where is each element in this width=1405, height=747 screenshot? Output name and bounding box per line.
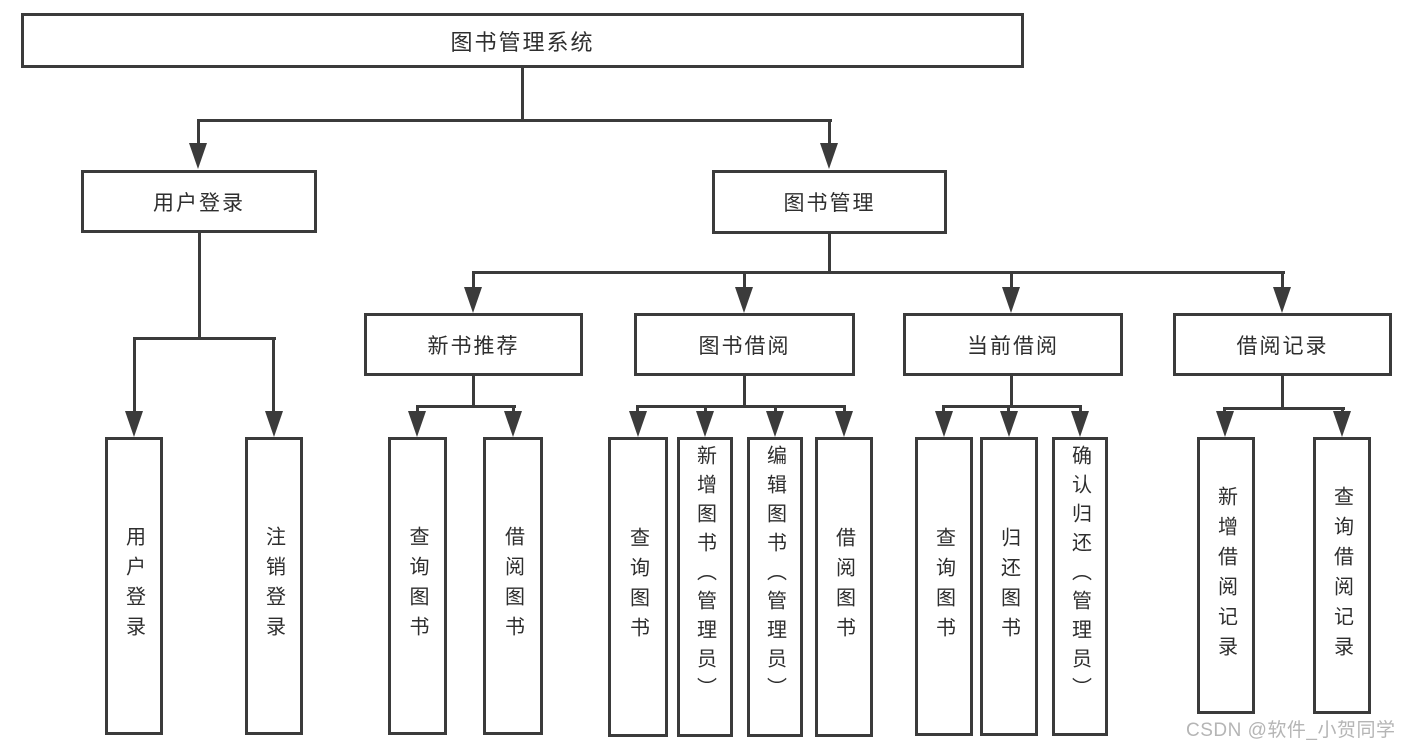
leaf-add-borrow-record: 新增借阅记录 [1197, 437, 1255, 714]
connector-leaf-drop [512, 405, 515, 415]
connector-leaf-drop [636, 405, 639, 415]
connector-leaf-drop [1007, 405, 1010, 415]
leaf-logout: 注销登录 [245, 437, 303, 735]
connector-root-branch [197, 119, 832, 122]
arrowhead-leaf [1333, 411, 1351, 437]
node-new-book-recommend: 新书推荐 [364, 313, 583, 376]
arrowhead-leaf [835, 411, 853, 437]
connector-book-borrow-drop [743, 271, 746, 293]
arrowhead-borrow-records [1273, 287, 1291, 313]
leaf-borrow-books-recommend: 借阅图书 [483, 437, 543, 735]
leaf-query-borrow-record: 查询借阅记录 [1313, 437, 1371, 714]
connector-leaf-drop [942, 405, 945, 415]
leaf-add-book-admin: 新增图书（管理员） [677, 437, 733, 737]
leaf-confirm-return-admin: 确认归还（管理员） [1052, 437, 1108, 736]
connector-new-book-stub [472, 376, 475, 408]
connector-leaf-drop [843, 405, 846, 415]
arrowhead-login-leaf [125, 411, 143, 437]
arrowhead-leaf [629, 411, 647, 437]
arrowhead-leaf [696, 411, 714, 437]
connector-user-login-branch [133, 337, 276, 340]
arrowhead-leaf [935, 411, 953, 437]
connector-current-borrow-bar [942, 405, 1082, 408]
arrowhead-leaf [766, 411, 784, 437]
leaf-user-login: 用户登录 [105, 437, 163, 735]
leaf-return-book: 归还图书 [980, 437, 1038, 736]
leaf-query-books-current: 查询图书 [915, 437, 973, 736]
connector-book-mgmt-drop [828, 119, 831, 149]
connector-borrow-records-drop [1281, 271, 1284, 293]
connector-leaf-drop [704, 405, 707, 415]
arrowhead-logout-leaf [265, 411, 283, 437]
arrowhead-user-login [189, 143, 207, 169]
node-book-mgmt: 图书管理 [712, 170, 947, 234]
connector-borrow-records-bar [1223, 407, 1345, 410]
arrowhead-book-borrow [735, 287, 753, 313]
connector-new-book-bar [416, 405, 516, 408]
node-user-login: 用户登录 [81, 170, 317, 233]
connector-current-borrow-stub [1010, 376, 1013, 408]
connector-borrow-records-stub [1281, 376, 1284, 410]
connector-user-login-drop [197, 119, 200, 149]
connector-book-borrow-bar [636, 405, 846, 408]
connector-user-login-stub [198, 232, 201, 339]
node-root: 图书管理系统 [21, 13, 1024, 68]
arrowhead-new-book [464, 287, 482, 313]
connector-book-mgmt-branch [472, 271, 1285, 274]
node-borrow-records: 借阅记录 [1173, 313, 1392, 376]
connector-login-leaf-drop [133, 337, 136, 415]
arrowhead-leaf [408, 411, 426, 437]
leaf-borrow-books: 借阅图书 [815, 437, 873, 737]
leaf-query-books-borrow: 查询图书 [608, 437, 668, 737]
connector-leaf-drop [416, 405, 419, 415]
arrowhead-book-mgmt [820, 143, 838, 169]
connector-leaf-drop [774, 405, 777, 415]
arrowhead-leaf [1216, 411, 1234, 437]
arrowhead-current-borrow [1002, 287, 1020, 313]
connector-logout-leaf-drop [272, 337, 275, 415]
node-book-borrow: 图书借阅 [634, 313, 855, 376]
arrowhead-leaf [504, 411, 522, 437]
node-current-borrow: 当前借阅 [903, 313, 1123, 376]
leaf-query-books-recommend: 查询图书 [388, 437, 447, 735]
arrowhead-leaf [1071, 411, 1089, 437]
connector-book-borrow-stub [743, 376, 746, 408]
connector-leaf-drop [1079, 405, 1082, 415]
connector-new-book-drop [472, 271, 475, 293]
connector-book-mgmt-stub [828, 234, 831, 274]
arrowhead-leaf [1000, 411, 1018, 437]
connector-current-borrow-drop [1010, 271, 1013, 293]
watermark: CSDN @软件_小贺同学 [1186, 720, 1396, 741]
leaf-edit-book-admin: 编辑图书（管理员） [747, 437, 803, 737]
connector-root-stub [521, 68, 524, 121]
